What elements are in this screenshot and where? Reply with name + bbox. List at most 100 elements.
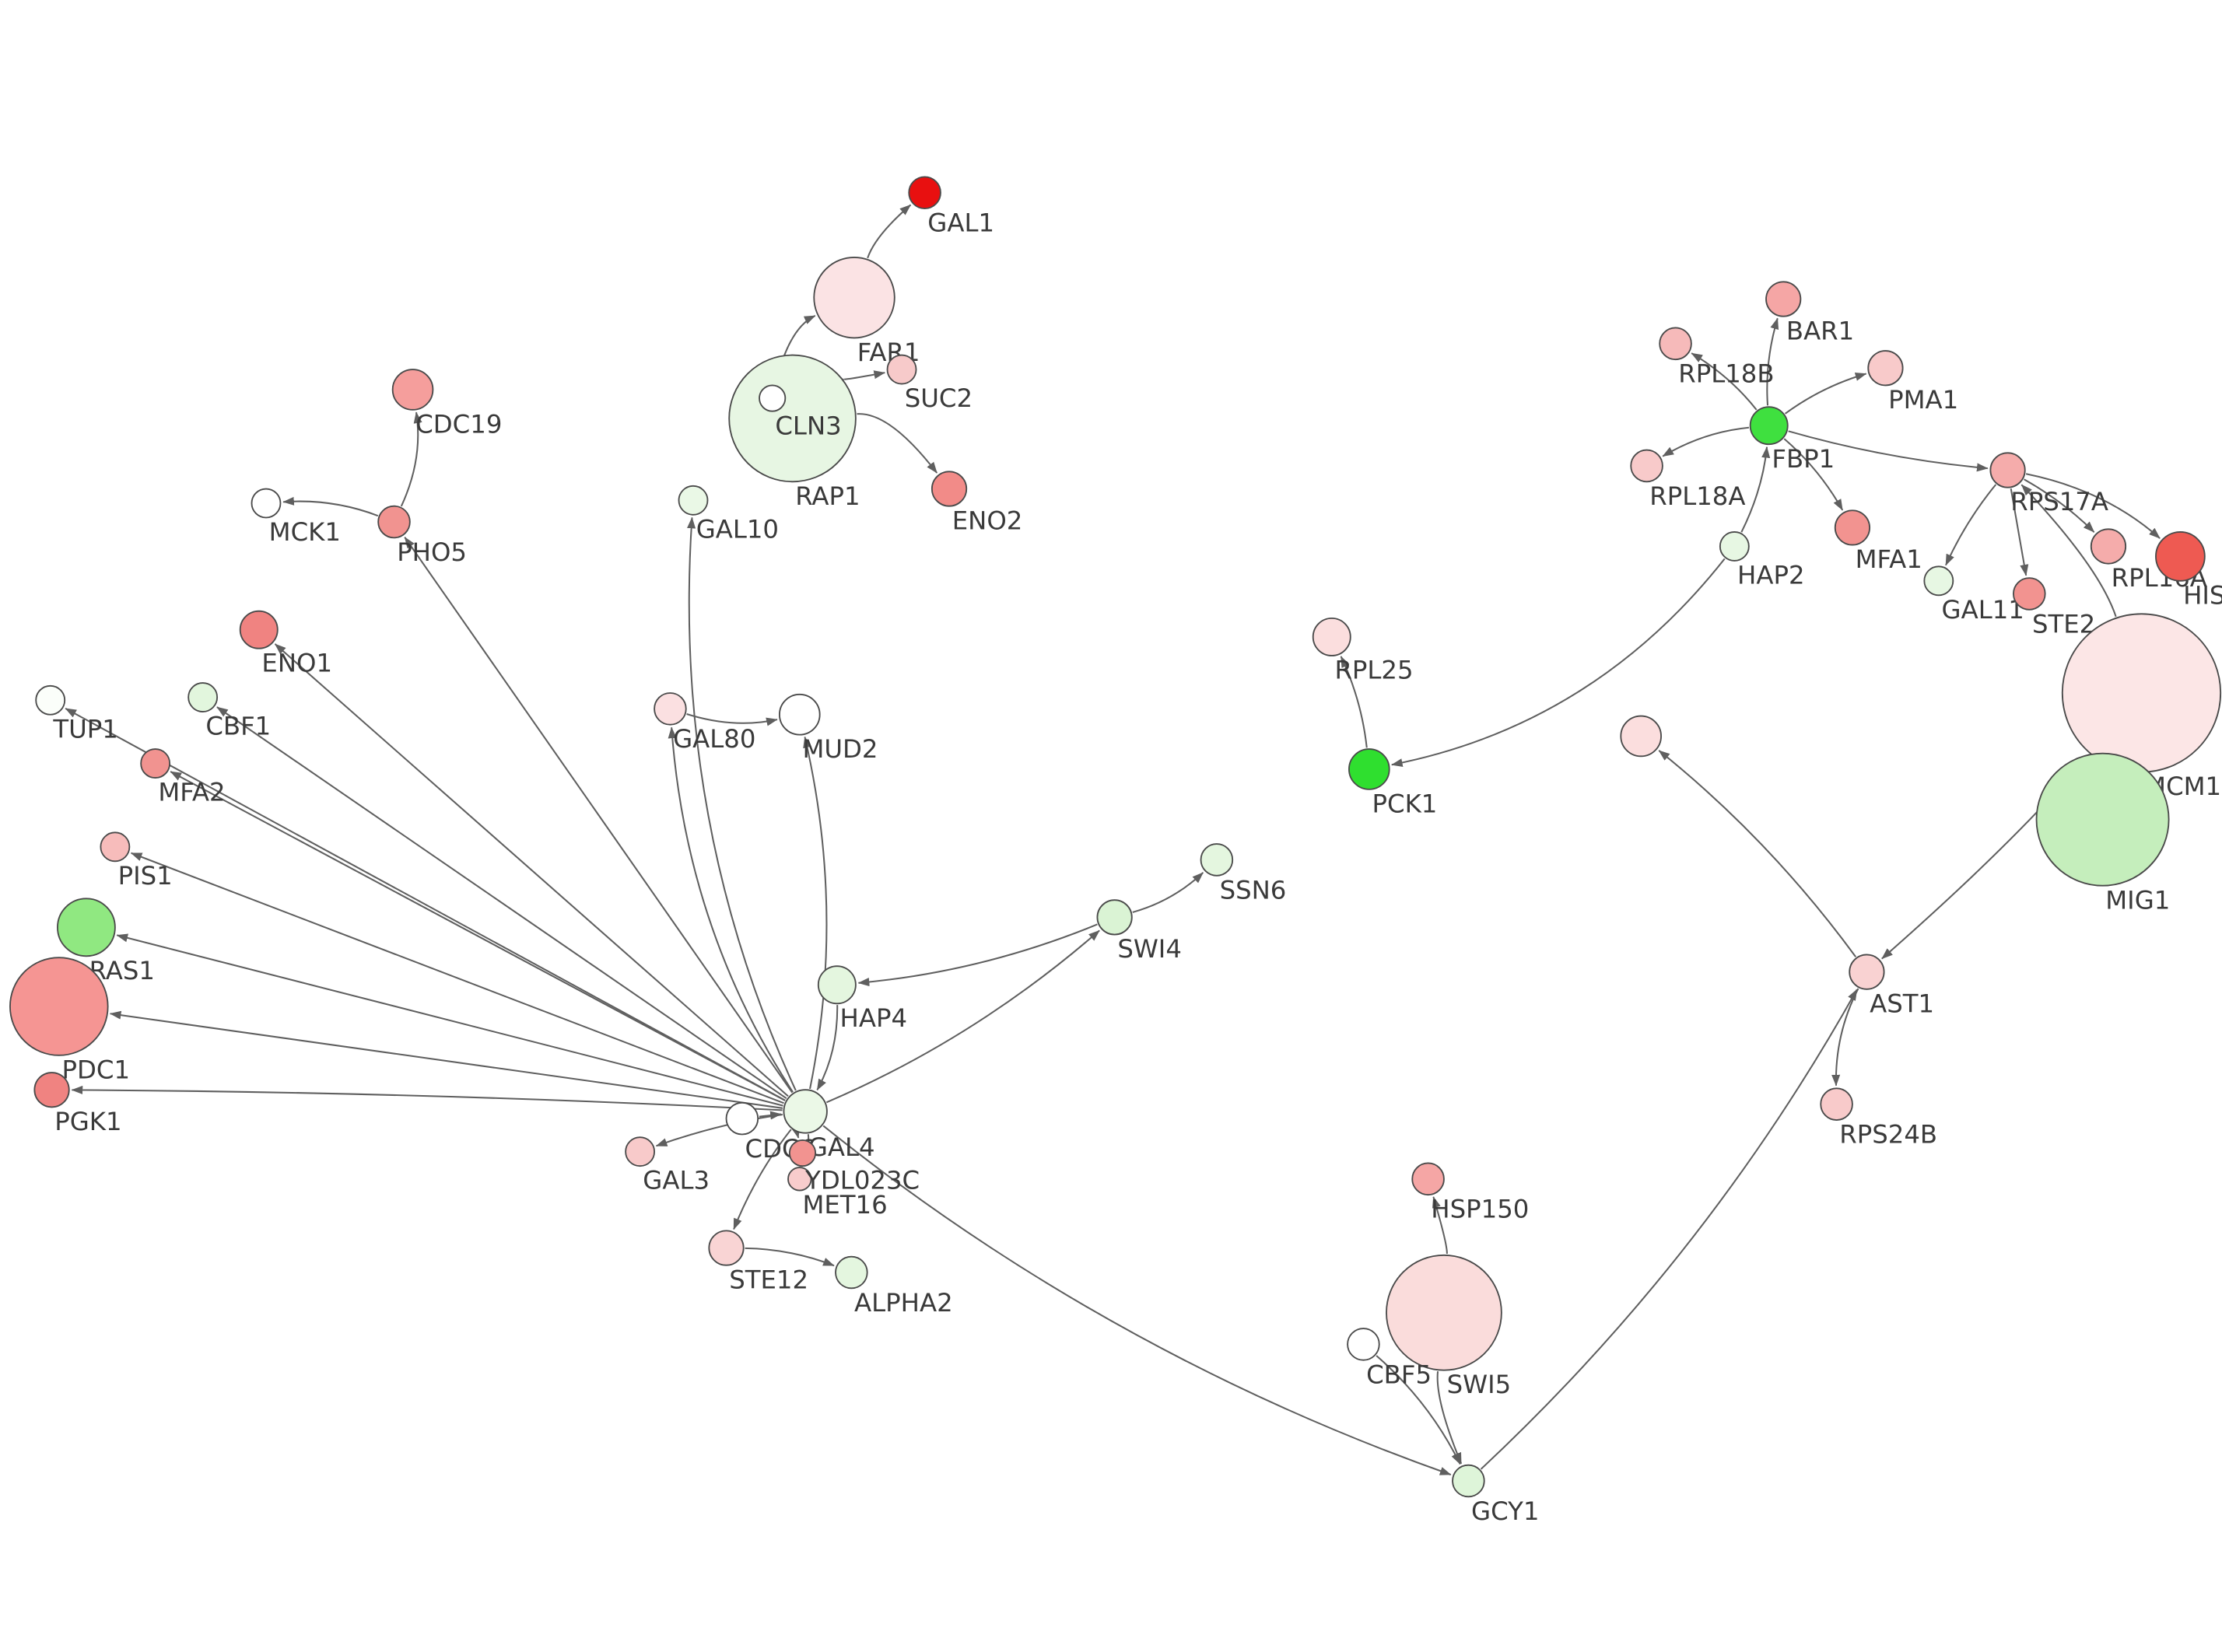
edge-HAP2-FBP1[interactable]	[1740, 446, 1771, 533]
node-RPL25[interactable]	[1312, 617, 1351, 656]
node-CDC6[interactable]	[725, 1101, 759, 1136]
edge-GAL4-PHO5[interactable]	[404, 537, 794, 1094]
node-SUC2[interactable]	[886, 354, 917, 385]
edge-GAL4-GAL3[interactable]	[655, 1113, 783, 1147]
node-STE2[interactable]	[2013, 577, 2046, 611]
node-GAL4[interactable]	[783, 1089, 828, 1134]
node-RPS17A[interactable]	[1989, 452, 2026, 488]
node-FAR1[interactable]	[813, 256, 895, 339]
edge-FBP1-PMA1[interactable]	[1784, 373, 1867, 415]
node-GCY1[interactable]	[1452, 1464, 1485, 1498]
node-BAR1[interactable]	[1765, 281, 1802, 317]
node-MUD2[interactable]	[778, 693, 821, 736]
node-ALPHA2[interactable]	[835, 1255, 868, 1290]
edge-GAL4-GCY1[interactable]	[822, 1125, 1452, 1475]
edge-GAL4-PIS1[interactable]	[130, 852, 784, 1104]
node-RPL18B[interactable]	[1659, 327, 1692, 361]
edge-GAL4-PDC1[interactable]	[109, 1010, 783, 1109]
edge-GAL80-MUD2[interactable]	[686, 713, 778, 726]
edge-CBF5-GCY1[interactable]	[1376, 1355, 1461, 1465]
node-ENO1[interactable]	[239, 610, 279, 649]
edge-GAL4-MFA2[interactable]	[170, 771, 786, 1101]
edge-GAL4-YDL023C[interactable]	[791, 1126, 800, 1139]
edge-HAP2-PCK1[interactable]	[1391, 558, 1726, 768]
edge-CDC6-GAL4[interactable]	[759, 1111, 782, 1120]
node-MFA1[interactable]	[1834, 509, 1871, 546]
edge-FBP1-RPL18B[interactable]	[1691, 352, 1758, 411]
node-HAP4[interactable]	[817, 965, 857, 1005]
node-RPL16A[interactable]	[2090, 528, 2127, 565]
node-PMA1[interactable]	[1867, 350, 1904, 387]
edge-RAP1-ENO2[interactable]	[857, 413, 938, 474]
edge-GAL4-MUD2[interactable]	[803, 736, 828, 1090]
edge-MCM1-RPS17A[interactable]	[2020, 484, 2117, 618]
node-FBP1[interactable]	[1749, 406, 1789, 446]
edge-RPS17A-HIS4[interactable]	[2025, 473, 2161, 539]
node-SWI4[interactable]	[1096, 899, 1133, 936]
edge-GCY1-AST1[interactable]	[1480, 989, 1858, 1470]
node-ENO2[interactable]	[931, 471, 968, 507]
node-PHO5[interactable]	[377, 505, 411, 539]
edge-RPS17A-GAL11[interactable]	[1945, 484, 1997, 566]
node-GAL80[interactable]	[654, 692, 687, 726]
node-CBF5[interactable]	[1347, 1328, 1380, 1361]
edge-GAL4-GAL10[interactable]	[687, 516, 797, 1091]
node-GAL11[interactable]	[1923, 565, 1954, 597]
edge-FAR1-GAL1[interactable]	[867, 204, 912, 259]
edge-RPS17A-RPL16A[interactable]	[2024, 478, 2095, 533]
edge-AST1-RPS24B[interactable]	[1831, 988, 1859, 1087]
node-MCM1[interactable]	[2061, 613, 2222, 773]
edge-GAL4-GAL80[interactable]	[668, 726, 794, 1093]
edge-GAL4-SWI4[interactable]	[825, 929, 1100, 1104]
edge-FBP1-BAR1[interactable]	[1766, 317, 1779, 406]
node-CDC19[interactable]	[391, 369, 434, 411]
node-CBF1[interactable]	[188, 682, 219, 712]
node-HIS4[interactable]	[2155, 531, 2206, 582]
node-PIS1[interactable]	[100, 831, 131, 863]
edge-PHO5-CDC19[interactable]	[400, 411, 422, 507]
node-AST1[interactable]	[1849, 954, 1885, 990]
node-STE12[interactable]	[708, 1230, 745, 1266]
edge-GAL4-TUP1[interactable]	[65, 707, 786, 1101]
edge-SWI5-HSP150[interactable]	[1432, 1196, 1448, 1255]
node-HSP150[interactable]	[1411, 1162, 1445, 1196]
node-SWI5[interactable]	[1386, 1254, 1502, 1371]
node-PDC1[interactable]	[9, 957, 109, 1056]
edge-FBP1-MFA1[interactable]	[1783, 438, 1844, 511]
edge-FBP1-RPS17A[interactable]	[1788, 430, 1989, 472]
node-PGK1[interactable]	[33, 1072, 70, 1108]
node-RAP1[interactable]	[728, 354, 857, 483]
node-RAS1[interactable]	[57, 898, 116, 957]
node-SSN6[interactable]	[1200, 843, 1234, 877]
node-CLN3[interactable]	[759, 384, 787, 412]
edge-SWI4-HAP4[interactable]	[857, 923, 1098, 987]
node-MIG1[interactable]	[2035, 752, 2170, 887]
node-TUP1[interactable]	[35, 684, 66, 716]
edge-SWI4-SSN6[interactable]	[1132, 872, 1204, 913]
edge-GAL4-STE12[interactable]	[733, 1129, 792, 1230]
node-NODE1[interactable]	[1620, 715, 1662, 758]
edge-SWI5-GCY1[interactable]	[1436, 1371, 1463, 1465]
edge-HAP4-GAL4[interactable]	[816, 1005, 839, 1091]
edge-PHO5-MCK1[interactable]	[282, 496, 379, 517]
node-HAP2[interactable]	[1719, 531, 1750, 562]
edge-RAP1-SUC2[interactable]	[843, 370, 886, 380]
node-MET16[interactable]	[787, 1167, 812, 1192]
node-PCK1[interactable]	[1348, 748, 1390, 790]
node-RPL18A[interactable]	[1630, 449, 1663, 483]
node-GAL3[interactable]	[625, 1136, 656, 1167]
node-RPS24B[interactable]	[1820, 1087, 1853, 1121]
edge-GAL4-ENO1[interactable]	[274, 643, 789, 1097]
edge-FBP1-RPL18A[interactable]	[1662, 426, 1750, 457]
node-MCK1[interactable]	[251, 488, 282, 519]
node-MFA2[interactable]	[140, 748, 171, 779]
edge-GAL4-PGK1[interactable]	[71, 1085, 783, 1111]
edge-PCK1-RPL25[interactable]	[1340, 656, 1368, 748]
edge-GAL4-CBF1[interactable]	[216, 706, 787, 1100]
edge-GAL4-RAS1[interactable]	[116, 933, 783, 1107]
edge-AST1-NODE1[interactable]	[1658, 750, 1857, 957]
edge-RPS17A-STE2[interactable]	[2010, 488, 2029, 576]
node-YDL023C[interactable]	[788, 1139, 817, 1167]
edge-STE12-ALPHA2[interactable]	[745, 1247, 835, 1267]
node-GAL1[interactable]	[908, 176, 941, 209]
